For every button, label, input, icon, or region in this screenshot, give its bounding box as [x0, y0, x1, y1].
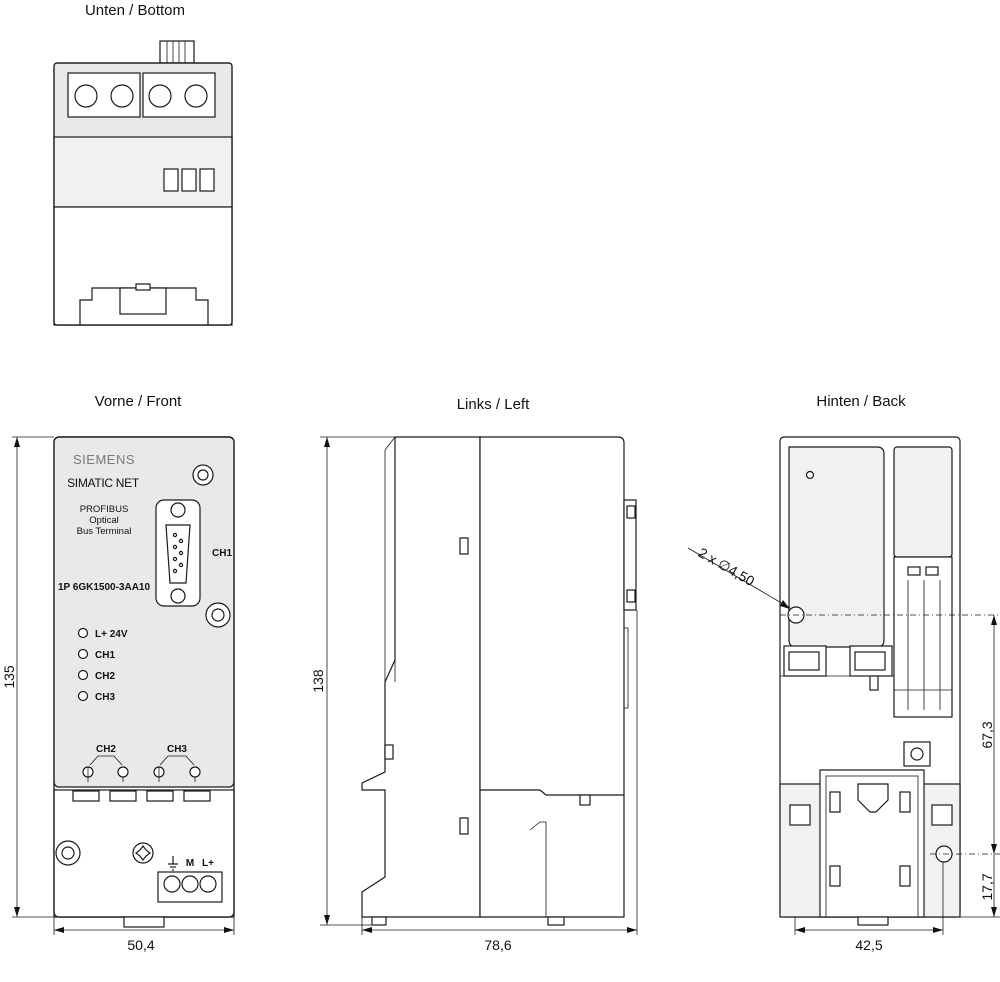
- led-label-ch2: CH2: [95, 671, 115, 682]
- order-number: 1P 6GK1500-3AA10: [58, 582, 151, 593]
- fo-label-ch3: CH3: [167, 744, 187, 755]
- left-view: [361, 436, 637, 926]
- led-ch3-icon: [77, 690, 89, 702]
- front-view: SIEMENS SIMATIC NET PROFIBUS Optical Bus…: [53, 436, 235, 928]
- dim-back-width: 42,5: [855, 937, 882, 953]
- port-label: CH1: [212, 548, 232, 559]
- product-label: SIMATIC NET: [67, 476, 140, 490]
- ground-symbol-icon: [168, 856, 178, 871]
- desc-line-2: Optical: [89, 515, 119, 526]
- back-view: [779, 436, 1000, 926]
- desc-line-1: PROFIBUS: [80, 504, 129, 515]
- led-label-24v: L+ 24V: [95, 629, 128, 640]
- dim-front-height: 135: [1, 665, 17, 689]
- brand-label: SIEMENS: [73, 452, 135, 467]
- dim-hole-spacing: 67,3: [979, 721, 995, 748]
- led-ch1-icon: [77, 648, 89, 660]
- title-back-view: Hinten / Back: [816, 393, 906, 410]
- front-dimensions: 135 50,4: [1, 436, 235, 953]
- led-label-ch3: CH3: [95, 692, 115, 703]
- title-left-view: Links / Left: [457, 396, 530, 413]
- fiber-tx-rx-icons: [82, 766, 201, 782]
- terminal-label-m: M: [186, 858, 194, 869]
- title-bottom-view: Unten / Bottom: [85, 2, 185, 19]
- dim-front-width: 50,4: [127, 937, 154, 953]
- dim-hole-note: 2 x ∅4,50: [696, 544, 758, 589]
- fo-label-ch2: CH2: [96, 744, 116, 755]
- left-dimensions: 138 78,6: [310, 436, 638, 953]
- desc-line-3: Bus Terminal: [77, 526, 132, 537]
- led-ch2-icon: [77, 669, 89, 681]
- dim-left-height: 138: [310, 669, 326, 693]
- led-24v-icon: [77, 627, 89, 639]
- bottom-view: [53, 40, 233, 326]
- dim-left-width: 78,6: [484, 937, 511, 953]
- led-label-ch1: CH1: [95, 650, 115, 661]
- dim-hole-bottom: 17,7: [979, 873, 995, 900]
- title-front-view: Vorne / Front: [95, 393, 183, 410]
- terminal-label-lplus: L+: [202, 858, 214, 869]
